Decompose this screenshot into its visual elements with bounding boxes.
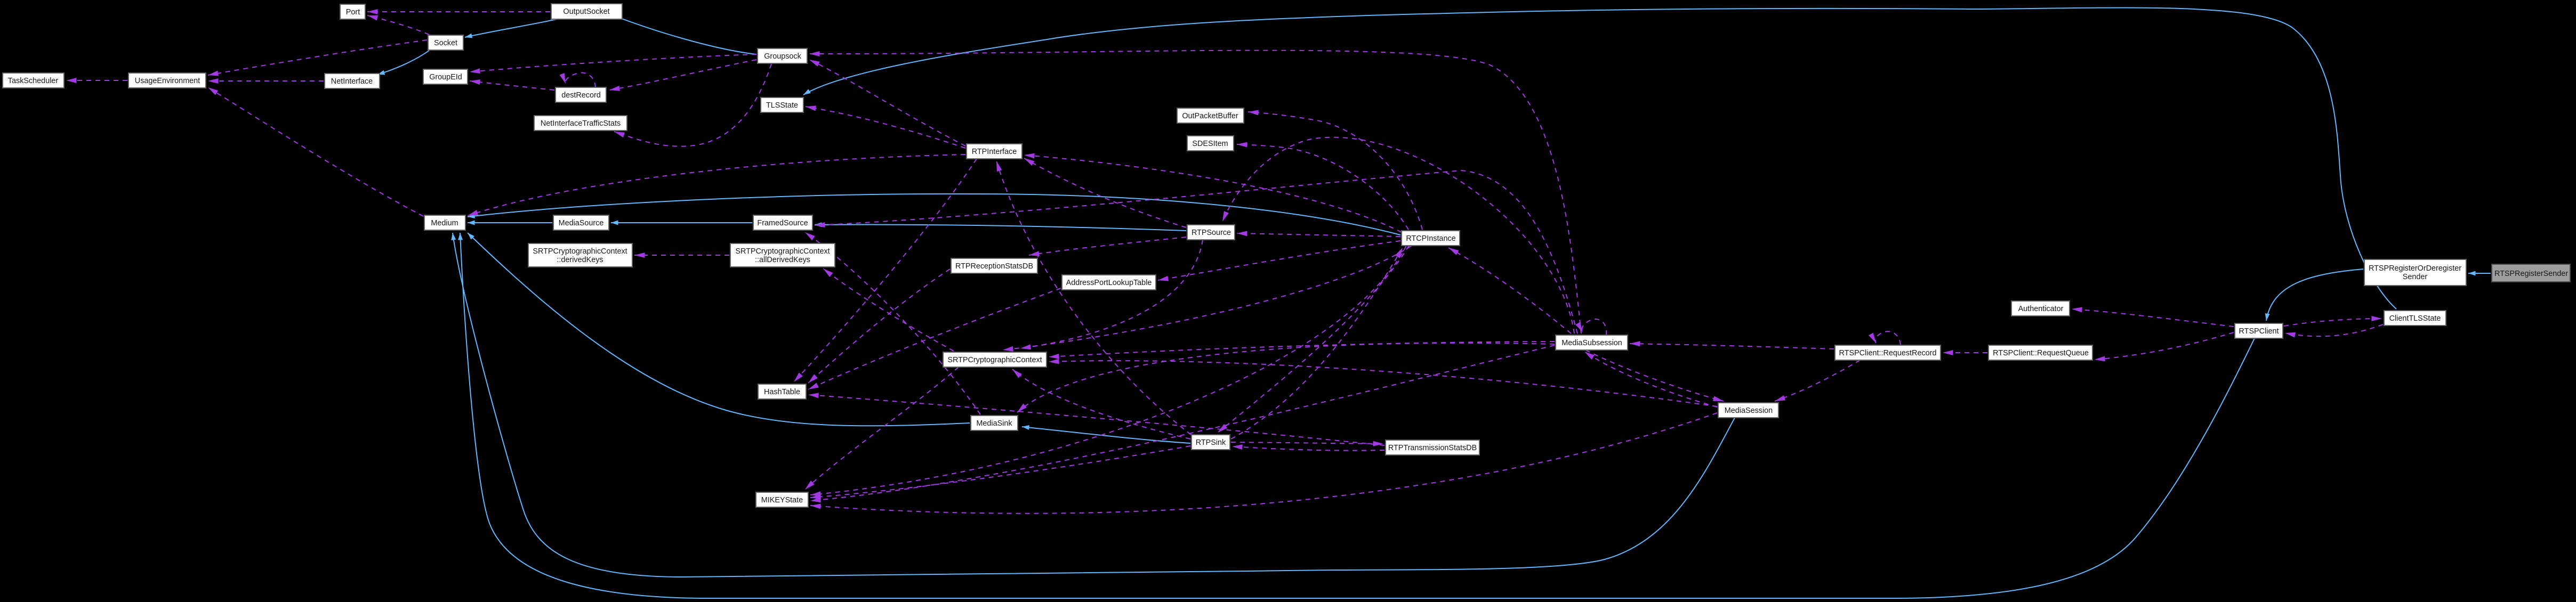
svg-text:::allDerivedKeys: ::allDerivedKeys <box>755 256 810 264</box>
svg-text:RTPSource: RTPSource <box>1192 229 1231 237</box>
svg-text:SDESItem: SDESItem <box>1192 140 1228 148</box>
svg-text:FramedSource: FramedSource <box>757 219 808 227</box>
svg-text:destRecord: destRecord <box>561 91 601 100</box>
svg-text:UsageEnvironment: UsageEnvironment <box>135 77 200 85</box>
svg-text:RTSPRegisterSender: RTSPRegisterSender <box>2494 270 2568 278</box>
svg-text:MediaSubsession: MediaSubsession <box>1561 339 1622 347</box>
svg-text:MediaSource: MediaSource <box>559 219 604 227</box>
svg-text:TLSState: TLSState <box>766 101 798 110</box>
svg-text:HashTable: HashTable <box>764 388 800 396</box>
svg-text:OutPacketBuffer: OutPacketBuffer <box>1182 112 1238 120</box>
svg-text:SRTPCryptographicContext: SRTPCryptographicContext <box>533 247 627 256</box>
svg-text:RTSPRegisterOrDeregister: RTSPRegisterOrDeregister <box>2369 264 2461 273</box>
svg-text:ClientTLSState: ClientTLSState <box>2389 314 2441 323</box>
svg-text:Groupsock: Groupsock <box>764 52 801 61</box>
svg-text:Authenticator: Authenticator <box>2018 305 2064 313</box>
svg-text:SRTPCryptographicContext: SRTPCryptographicContext <box>735 247 830 256</box>
svg-text:GroupEId: GroupEId <box>429 73 462 82</box>
svg-text:RTPSink: RTPSink <box>1196 438 1226 447</box>
svg-text:RTPReceptionStatsDB: RTPReceptionStatsDB <box>955 262 1033 271</box>
svg-text:AddressPortLookupTable: AddressPortLookupTable <box>1066 279 1152 287</box>
svg-text:SRTPCryptographicContext: SRTPCryptographicContext <box>947 356 1042 364</box>
svg-text:RTSPClient: RTSPClient <box>2239 327 2279 336</box>
svg-text:RTCPInstance: RTCPInstance <box>1406 234 1455 243</box>
svg-text:MIKEYState: MIKEYState <box>761 496 803 505</box>
svg-text:OutputSocket: OutputSocket <box>563 7 609 16</box>
svg-text:MediaSession: MediaSession <box>1725 406 1773 415</box>
svg-text:NetInterfaceTrafficStats: NetInterfaceTrafficStats <box>541 119 621 128</box>
svg-text:Socket: Socket <box>434 39 457 47</box>
svg-text:MediaSink: MediaSink <box>976 419 1012 428</box>
svg-text:::derivedKeys: ::derivedKeys <box>557 256 603 264</box>
svg-text:NetInterface: NetInterface <box>331 77 373 86</box>
svg-text:Medium: Medium <box>431 219 458 227</box>
svg-text:RTPTransmissionStatsDB: RTPTransmissionStatsDB <box>1388 444 1477 452</box>
svg-text:TaskScheduler: TaskScheduler <box>8 77 59 85</box>
svg-text:RTPInterface: RTPInterface <box>972 148 1017 156</box>
svg-text:RTSPClient::RequestQueue: RTSPClient::RequestQueue <box>1993 349 2089 357</box>
svg-text:Port: Port <box>346 8 360 17</box>
svg-text:Sender: Sender <box>2403 273 2428 281</box>
svg-text:RTSPClient::RequestRecord: RTSPClient::RequestRecord <box>1839 349 1937 357</box>
